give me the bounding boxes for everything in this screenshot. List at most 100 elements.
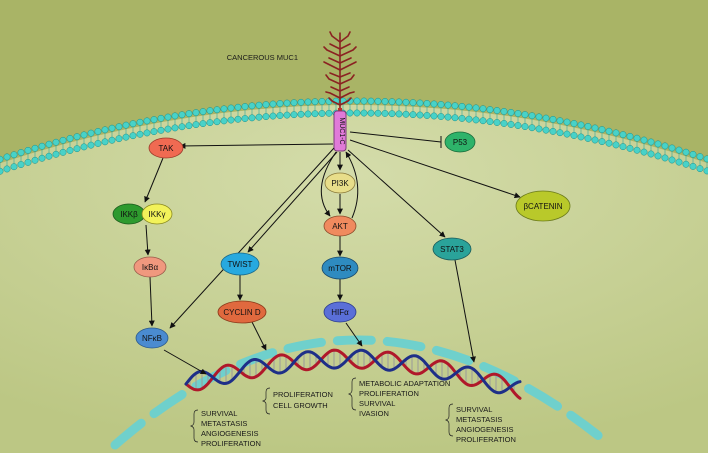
brace-cyclind bbox=[261, 387, 271, 415]
cyclind-ellipse bbox=[217, 300, 267, 324]
membrane-bead bbox=[178, 123, 186, 131]
cancerous-muc1-label: CANCEROUS MUC1 bbox=[227, 53, 298, 62]
akt-label: AKT bbox=[332, 222, 348, 231]
membrane-bead bbox=[584, 122, 592, 130]
membrane-bead bbox=[115, 135, 123, 143]
membrane-bead bbox=[381, 97, 389, 105]
brace-nfkb bbox=[189, 409, 199, 443]
node-akt: AKT bbox=[323, 215, 357, 237]
arrow-ikba-nfkb bbox=[148, 276, 155, 327]
membrane-bead bbox=[0, 155, 4, 163]
membrane-bead bbox=[24, 158, 32, 166]
membrane-bead bbox=[94, 128, 102, 135]
membrane-bead bbox=[458, 102, 466, 110]
membrane-bead bbox=[514, 110, 522, 117]
node-bcatenin: βCATENIN bbox=[515, 190, 571, 222]
membrane-bead bbox=[297, 98, 305, 106]
ikba-label: IκBα bbox=[142, 263, 159, 272]
membrane-bead bbox=[241, 103, 249, 110]
membrane-bead bbox=[276, 112, 284, 119]
membrane-bead bbox=[388, 98, 396, 106]
outcome-nfkb-3: ANGIOGENESIS bbox=[201, 429, 259, 438]
outcome-nfkb-4: PROLIFERATION bbox=[201, 439, 261, 448]
membrane-bead bbox=[283, 111, 291, 119]
membrane-bead bbox=[234, 115, 242, 123]
membrane-bead bbox=[367, 97, 375, 105]
membrane-bead bbox=[52, 138, 60, 146]
membrane-bead bbox=[10, 151, 18, 159]
membrane-bead bbox=[444, 101, 452, 109]
membrane-bead bbox=[528, 112, 536, 120]
membrane-bead bbox=[542, 126, 550, 134]
node-ikk-complex: IKKβ IKKγ bbox=[112, 203, 173, 225]
membrane-bead bbox=[129, 132, 137, 140]
arrow-muc1-akt bbox=[320, 151, 337, 217]
membrane-bead bbox=[241, 115, 249, 122]
twist-label: TWIST bbox=[228, 260, 253, 269]
membrane-bead bbox=[143, 129, 151, 137]
membrane-bead bbox=[192, 121, 200, 129]
membrane-bead bbox=[150, 116, 158, 124]
membrane-bead bbox=[143, 117, 151, 125]
tak-ellipse bbox=[148, 137, 184, 159]
membrane-bead bbox=[199, 108, 207, 116]
membrane-bead bbox=[59, 136, 67, 144]
membrane-bead bbox=[451, 102, 459, 110]
nfkb-ellipse bbox=[135, 327, 169, 349]
membrane-bead bbox=[213, 106, 221, 114]
membrane-bead bbox=[612, 129, 620, 137]
membrane-bead bbox=[584, 134, 592, 142]
p53-label: P53 bbox=[453, 138, 468, 147]
hifa-ellipse bbox=[323, 301, 357, 323]
membrane-bead bbox=[262, 113, 270, 121]
membrane-bead bbox=[402, 98, 410, 106]
membrane-bead bbox=[640, 136, 648, 144]
membrane-bead bbox=[682, 148, 690, 156]
membrane-bead bbox=[388, 110, 396, 118]
membrane-bead bbox=[703, 155, 708, 163]
membrane-bead bbox=[563, 118, 571, 126]
membrane-bead bbox=[255, 113, 263, 121]
cyclind-label: CYCLIN D bbox=[223, 308, 261, 317]
membrane-bead bbox=[0, 167, 4, 175]
membrane-bead bbox=[514, 122, 522, 129]
membrane-bead bbox=[493, 119, 501, 126]
dna-strand-blue bbox=[184, 348, 522, 395]
membrane-bead bbox=[689, 162, 697, 170]
outcome-cyclind-1: PROLIFERATION bbox=[273, 390, 333, 399]
membrane-bead bbox=[696, 165, 704, 173]
node-ikba: IκBα bbox=[133, 256, 167, 278]
membrane-bead bbox=[297, 110, 305, 118]
p53-ellipse bbox=[444, 131, 476, 153]
twist-ellipse bbox=[220, 252, 260, 276]
membrane-bead bbox=[507, 121, 515, 128]
node-p53: P53 bbox=[444, 131, 476, 153]
membrane-bead bbox=[269, 100, 277, 108]
membrane-bead bbox=[108, 136, 116, 144]
membrane-bead bbox=[528, 124, 536, 132]
membrane-bead bbox=[353, 109, 361, 117]
arrow-muc1-stat3 bbox=[347, 149, 446, 238]
membrane-bead bbox=[423, 100, 431, 107]
membrane-bead bbox=[493, 107, 501, 114]
arrow-muc1-bcatenin bbox=[349, 139, 521, 199]
membrane-bead bbox=[654, 140, 662, 148]
membrane-bead bbox=[535, 125, 543, 133]
membrane-bead bbox=[325, 109, 333, 117]
membrane-bead bbox=[290, 99, 298, 107]
mtor-ellipse bbox=[321, 256, 359, 280]
outcome-hifa-3: SURVIVAL bbox=[359, 399, 395, 408]
membrane-bead bbox=[185, 110, 193, 118]
membrane-bead bbox=[178, 111, 186, 119]
cytoplasm bbox=[0, 105, 708, 453]
arrow-stat3-dna bbox=[454, 259, 476, 363]
membrane-bead bbox=[94, 140, 102, 147]
outcome-cyclind: PROLIFERATION CELL GROWTH bbox=[261, 387, 333, 415]
brace-hifa bbox=[347, 377, 357, 411]
mtor-label: mTOR bbox=[328, 264, 352, 273]
membrane-bead bbox=[430, 112, 438, 120]
membrane-bead bbox=[45, 140, 53, 148]
membrane-bead bbox=[549, 127, 557, 135]
membrane-bead bbox=[374, 109, 382, 117]
membrane-bead bbox=[612, 141, 620, 149]
